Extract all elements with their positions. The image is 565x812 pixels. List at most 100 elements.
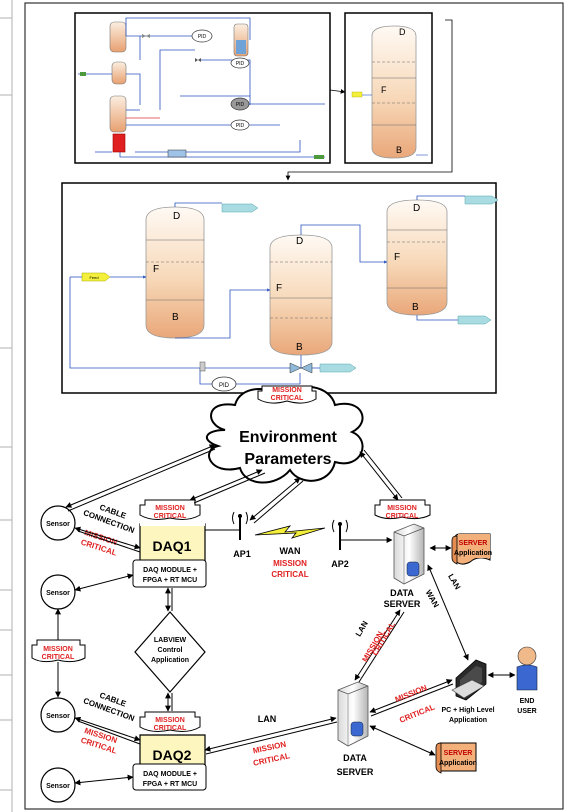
server-to-pc-link: MISSION CRITICAL [369, 679, 454, 725]
mc-daq2-line1: MISSION [155, 717, 185, 724]
col1-b: B [172, 312, 179, 323]
mc-daq1-line1: MISSION [155, 505, 185, 512]
server-app-bot-line1: SERVER [444, 750, 473, 757]
server-app-top-line1: SERVER [459, 540, 488, 547]
server-top-line2: SERVER [384, 599, 421, 609]
daq1-title: DAQ1 [153, 538, 192, 554]
col2-b: B [296, 342, 303, 353]
labview-control-application: LABVIEW Control Application [134, 611, 206, 693]
labview-line3: Application [151, 657, 189, 664]
mc-server-top-1: MISSION [387, 505, 417, 512]
mc-pc-line1: MISSION [394, 683, 429, 704]
pc-workstation: PC + High Level Application [441, 659, 495, 724]
server-application-bottom: SERVER Application [369, 725, 477, 774]
col1-f: F [153, 264, 159, 275]
daq1-line2: FPGA + RT MCU [143, 577, 197, 584]
pid-label-1: PID [198, 34, 207, 40]
column-small-b: B [396, 145, 402, 155]
end-user-icon: END USER [487, 646, 538, 715]
ap1-cloud-link [249, 477, 304, 524]
environment-parameters-cloud: Environment Parameters [206, 385, 364, 484]
cloud-line2: Parameters [244, 451, 331, 468]
daq2-block: MISSION CRITICAL DAQ2 DAQ MODULE + FPGA … [132, 711, 207, 791]
ap1-antenna: AP1 [205, 511, 251, 559]
mc-wan-line1: MISSION [273, 559, 307, 568]
daq2-line1: DAQ MODULE + [143, 771, 197, 778]
mission-critical-badge-sensors: MISSION CRITICAL [31, 639, 86, 663]
col2-d: D [296, 236, 303, 247]
flowsheet-connectors [285, 19, 453, 181]
lan-label-right: LAN [446, 572, 462, 591]
end-user-line2: USER [517, 708, 536, 715]
mc-sensors-line1: MISSION [43, 646, 73, 653]
wireless-link-icon [254, 525, 326, 539]
pc-line1: PC + High Level [441, 707, 494, 714]
mc-wan-line2: CRITICAL [271, 570, 308, 579]
ap1-label: AP1 [233, 549, 251, 559]
outer-frame [24, 2, 564, 810]
mission-critical-badge-cloud: MISSION CRITICAL [257, 385, 317, 404]
mc-server-top-2: CRITICAL [386, 513, 419, 520]
wan-label-right: WAN [424, 588, 441, 609]
server-bottom-line1: DATA [343, 753, 367, 763]
data-server-bottom: DATA SERVER [337, 681, 374, 777]
mc-sensors-line2: CRITICAL [42, 654, 75, 661]
server-app-bot-line2: Application [439, 760, 477, 767]
mc-daq1-line2: CRITICAL [154, 513, 187, 520]
labview-links [165, 587, 173, 712]
mc-daq2-line2: CRITICAL [154, 725, 187, 732]
ap2-label: AP2 [331, 559, 349, 569]
daq1-line1: DAQ MODULE + [143, 567, 197, 574]
col2-f: F [276, 283, 282, 294]
sensor-1-label: Sensor [46, 521, 70, 528]
pid-label-5: PID [219, 383, 230, 389]
mc-cloud-line2: CRITICAL [271, 395, 304, 402]
lan-label-mid: LAN [354, 619, 370, 638]
sensor-2: Sensor [40, 574, 76, 610]
end-user-line1: END [520, 698, 535, 705]
server-app-top-line2: Application [454, 550, 492, 557]
cable-connection-top: CABLE CONNECTION MISSION CRITICAL [80, 503, 136, 558]
cable-connection-bottom: CABLE CONNECTION MISSION CRITICAL [80, 691, 136, 756]
labview-line1: LABVIEW [154, 637, 187, 644]
lan-wan-to-pc: LAN WAN [424, 564, 469, 661]
column-small-f: F [381, 85, 387, 95]
pid-label-2: PID [236, 61, 245, 67]
daq2-line2: FPGA + RT MCU [143, 781, 197, 788]
sensor-4: Sensor [40, 767, 76, 803]
server-cloud-link [359, 449, 403, 501]
sensor-3: Sensor [40, 697, 76, 733]
wan-label: WAN [280, 546, 301, 556]
page-margin-guide [0, 0, 13, 812]
col3-f: F [394, 252, 400, 263]
col3-d: D [413, 203, 420, 214]
column-small-d: D [399, 27, 406, 37]
daq2-title: DAQ2 [153, 747, 192, 763]
labview-line2: Control [158, 647, 183, 654]
feed-label: Feed [89, 275, 98, 280]
lan-label-bottom: LAN [258, 714, 277, 724]
sensor-1: Sensor [40, 505, 76, 541]
data-server-top: MISSION CRITICAL DATA SERVER [374, 499, 431, 609]
sensor-4-label: Sensor [46, 783, 70, 790]
server-top-line1: DATA [390, 588, 414, 598]
flowsheet-2: D F B D F B D F B Feed [61, 182, 499, 394]
pid-label-4: PID [236, 123, 245, 129]
col1-d: D [173, 211, 180, 222]
sensor-3-label: Sensor [46, 713, 70, 720]
mc-cloud-line1: MISSION [272, 387, 302, 394]
mc-pc-line2: CRITICAL [398, 702, 436, 724]
wan-wireless-label: WAN MISSION CRITICAL [271, 546, 308, 579]
pc-line2: Application [449, 717, 487, 724]
sensor-2-label: Sensor [46, 590, 70, 597]
ap2-antenna: AP2 [331, 519, 393, 569]
server-application-top: SERVER Application [429, 533, 492, 565]
single-column-flowsheet: D F B [344, 12, 433, 164]
daq2-server-lan: LAN MISSION CRITICAL [204, 714, 338, 768]
server-bottom-line2: SERVER [337, 767, 374, 777]
sensor-daq-links [65, 444, 216, 786]
pid-label-3: PID [236, 102, 245, 108]
daq1-block: MISSION CRITICAL DAQ1 DAQ MODULE + FPGA … [132, 499, 207, 588]
col3-b: B [412, 302, 419, 313]
